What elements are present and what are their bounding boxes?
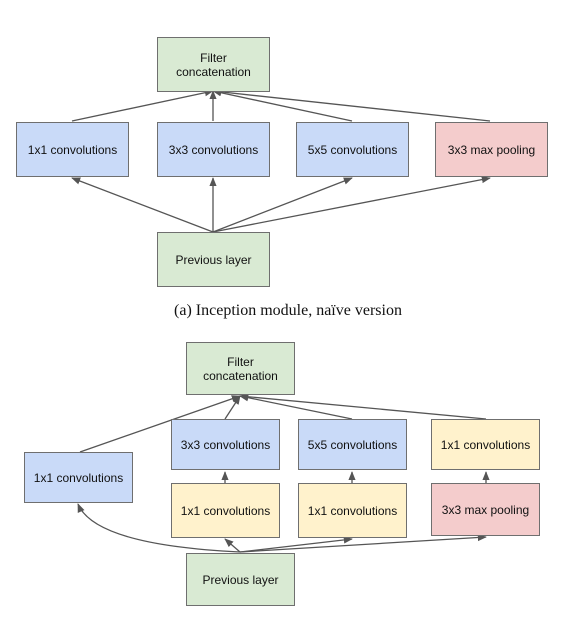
label-a-filter-concatenation: Filter concatenation — [176, 50, 251, 79]
box-b-1x1-reduce-3x3: 1x1 convolutions — [171, 483, 280, 538]
edge-a-conv5-to-concat — [212, 89, 353, 122]
edge-b-prev-to-pool — [239, 533, 487, 553]
box-a-filter-concatenation: Filter concatenation — [157, 37, 270, 92]
label-a-3x3-convolutions: 3x3 convolutions — [168, 142, 259, 157]
box-b-1x1-reduce-5x5: 1x1 convolutions — [298, 483, 407, 538]
edge-b-conv3-to-concat — [224, 395, 241, 420]
label-b-1x1-reduce-3x3: 1x1 convolutions — [180, 503, 271, 518]
box-b-5x5-convolutions: 5x5 convolutions — [298, 419, 407, 470]
label-a-previous-layer: Previous layer — [175, 252, 252, 267]
label-b-1x1-convolutions-after-pool: 1x1 convolutions — [440, 437, 531, 452]
box-a-1x1-convolutions: 1x1 convolutions — [16, 122, 129, 177]
edge-b-conv1b-to-concat — [239, 393, 487, 420]
label-a-3x3-max-pooling: 3x3 max pooling — [447, 142, 536, 157]
edge-b-prev-to-conv1 — [77, 503, 241, 553]
box-b-previous-layer: Previous layer — [186, 553, 295, 606]
edge-a-pool-to-concat — [212, 88, 491, 122]
edge-a-prev-to-conv5 — [212, 177, 353, 233]
label-b-1x1-convolutions: 1x1 convolutions — [33, 470, 124, 485]
label-b-3x3-max-pooling: 3x3 max pooling — [441, 502, 530, 517]
label-a-1x1-convolutions: 1x1 convolutions — [27, 142, 118, 157]
label-b-previous-layer: Previous layer — [202, 572, 279, 587]
label-b-1x1-reduce-5x5: 1x1 convolutions — [307, 503, 398, 518]
label-b-5x5-convolutions: 5x5 convolutions — [307, 437, 398, 452]
edge-a-conv1-to-concat — [71, 89, 214, 122]
label-b-3x3-convolutions: 3x3 convolutions — [180, 437, 271, 452]
edge-b-conv1-to-concat — [79, 395, 241, 453]
box-b-1x1-convolutions-after-pool: 1x1 convolutions — [431, 419, 540, 470]
box-b-filter-concatenation: Filter concatenation — [186, 342, 295, 395]
box-a-3x3-convolutions: 3x3 convolutions — [157, 122, 270, 177]
caption-a: (a) Inception module, naïve version — [174, 302, 402, 319]
box-a-3x3-max-pooling: 3x3 max pooling — [435, 122, 548, 177]
edge-a-prev-to-conv1 — [71, 177, 214, 233]
edge-a-prev-to-pool — [212, 175, 491, 233]
box-b-1x1-convolutions: 1x1 convolutions — [24, 452, 133, 503]
box-b-3x3-convolutions: 3x3 convolutions — [171, 419, 280, 470]
box-a-5x5-convolutions: 5x5 convolutions — [296, 122, 409, 177]
edge-b-prev-to-reduce5 — [239, 536, 353, 553]
edge-b-prev-to-reduce3 — [224, 538, 241, 553]
label-a-5x5-convolutions: 5x5 convolutions — [307, 142, 398, 157]
box-a-previous-layer: Previous layer — [157, 232, 270, 287]
label-b-filter-concatenation: Filter concatenation — [203, 354, 278, 383]
box-b-3x3-max-pooling: 3x3 max pooling — [431, 483, 540, 536]
edge-b-conv5-to-concat — [239, 394, 353, 420]
